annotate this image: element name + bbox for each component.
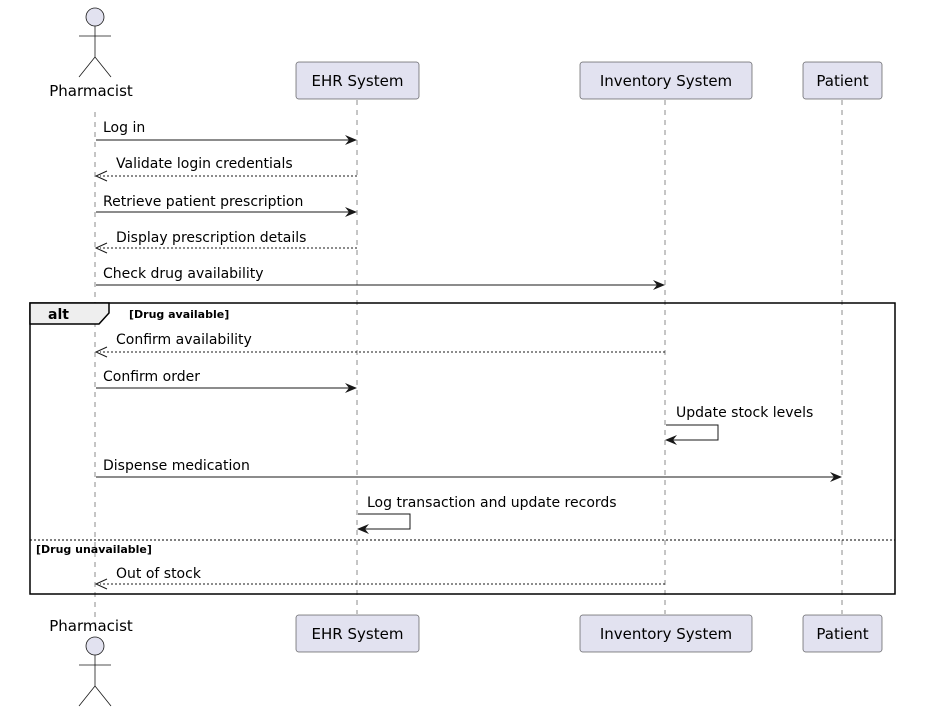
message-label: Update stock levels — [676, 405, 813, 421]
participant-label-patient-top: Patient — [816, 72, 868, 90]
participant-inventory-system-top: Inventory System — [579, 61, 753, 100]
message-label: Confirm availability — [116, 332, 252, 348]
alt-fragment: alt [Drug available] [Drug unavailable] — [29, 302, 896, 595]
guard-drug-available: [Drug available] — [129, 308, 229, 321]
message-label: Log transaction and update records — [367, 495, 617, 511]
guard-drug-unavailable: [Drug unavailable] — [36, 543, 152, 556]
participant-label-ehr-bottom: EHR System — [312, 625, 404, 643]
participant-ehr-system-top: EHR System — [295, 61, 420, 100]
message-label: Validate login credentials — [116, 156, 293, 172]
actor-pharmacist-bottom: Pharmacist — [49, 617, 133, 707]
actor-pharmacist-top: Pharmacist — [49, 7, 133, 100]
participant-label-pharmacist-top: Pharmacist — [49, 82, 133, 100]
participant-label-patient-bottom: Patient — [816, 625, 868, 643]
message-display-prescription: Display prescription details — [94, 230, 357, 254]
participant-patient-bottom: Patient — [802, 614, 883, 653]
participant-patient-top: Patient — [802, 61, 883, 100]
message-confirm-order: Confirm order — [96, 369, 357, 393]
message-log-in: Log in — [96, 120, 357, 145]
message-label: Display prescription details — [116, 230, 306, 246]
participant-label-inventory-bottom: Inventory System — [600, 625, 732, 643]
message-dispense-medication: Dispense medication — [96, 458, 842, 482]
message-retrieve-prescription: Retrieve patient prescription — [96, 194, 357, 217]
message-confirm-availability: Confirm availability — [94, 332, 665, 358]
participant-label-inventory-top: Inventory System — [600, 72, 732, 90]
message-out-of-stock: Out of stock — [94, 566, 665, 590]
participant-ehr-system-bottom: EHR System — [295, 614, 420, 653]
message-label: Out of stock — [116, 566, 202, 582]
message-check-availability: Check drug availability — [96, 266, 665, 290]
message-label: Dispense medication — [103, 458, 250, 474]
message-label: Retrieve patient prescription — [103, 194, 303, 210]
message-label: Confirm order — [103, 369, 200, 385]
alt-label: alt — [48, 307, 69, 323]
message-label: Check drug availability — [103, 266, 264, 282]
participant-inventory-system-bottom: Inventory System — [579, 614, 753, 653]
message-log-transaction: Log transaction and update records — [357, 495, 617, 534]
actor-head-icon — [85, 7, 105, 27]
message-label: Log in — [103, 120, 145, 136]
participant-label-pharmacist-bottom: Pharmacist — [49, 617, 133, 635]
alt-tab — [29, 302, 110, 325]
participant-label-ehr-top: EHR System — [312, 72, 404, 90]
message-update-stock: Update stock levels — [665, 405, 813, 445]
message-validate-login: Validate login credentials — [94, 156, 357, 182]
actor-head-icon — [85, 636, 105, 656]
